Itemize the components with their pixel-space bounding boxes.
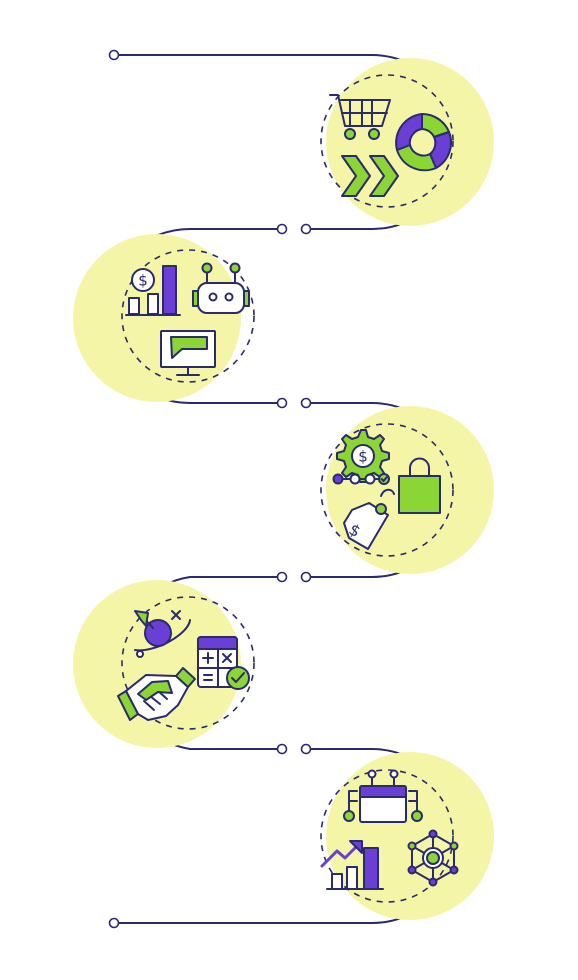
step-3-dashed-ring bbox=[320, 423, 454, 557]
calculator-check-icon bbox=[197, 636, 250, 690]
connector-dot bbox=[300, 743, 312, 755]
shopping-cart-icon bbox=[329, 94, 391, 140]
step-2: $ bbox=[73, 234, 255, 402]
step-5-dashed-ring bbox=[320, 769, 454, 903]
connector-end-dot bbox=[108, 917, 120, 929]
step-1 bbox=[320, 58, 494, 226]
monitor-chat-icon bbox=[160, 330, 216, 376]
shopping-bag-icon bbox=[398, 457, 441, 514]
step-2-blob bbox=[73, 234, 241, 402]
dollar-bar-chart-icon: $ bbox=[125, 265, 181, 316]
svg-text:$: $ bbox=[358, 448, 368, 466]
handshake-icon bbox=[117, 667, 196, 721]
dollar-gear-icon: $ bbox=[332, 429, 390, 485]
connector-dot bbox=[300, 397, 312, 409]
step-4 bbox=[73, 580, 255, 748]
growth-chart-icon bbox=[320, 840, 384, 890]
svg-text:$: $ bbox=[138, 272, 148, 290]
connector-dot bbox=[300, 223, 312, 235]
connector-start-dot bbox=[108, 49, 120, 61]
connector-dot bbox=[276, 743, 288, 755]
price-tag-icon: $ bbox=[343, 488, 395, 550]
step-1-dashed-ring bbox=[320, 74, 454, 208]
cycle-ring-icon bbox=[395, 112, 452, 172]
robot-icon bbox=[192, 262, 250, 314]
target-arrow-icon bbox=[134, 610, 191, 658]
network-window-icon bbox=[343, 769, 423, 823]
step-2-dashed-ring bbox=[121, 249, 255, 383]
step-3: $ $ bbox=[320, 406, 494, 574]
step-4-dashed-ring bbox=[121, 596, 255, 730]
fast-forward-icon bbox=[341, 155, 399, 197]
step-5-blob bbox=[326, 752, 494, 920]
step-4-blob bbox=[73, 580, 241, 748]
hexagon-network-icon bbox=[407, 829, 459, 887]
connector-dot bbox=[276, 397, 288, 409]
connector-dot bbox=[276, 571, 288, 583]
connector-dot bbox=[276, 223, 288, 235]
step-5 bbox=[320, 752, 494, 920]
connector-dot bbox=[300, 571, 312, 583]
